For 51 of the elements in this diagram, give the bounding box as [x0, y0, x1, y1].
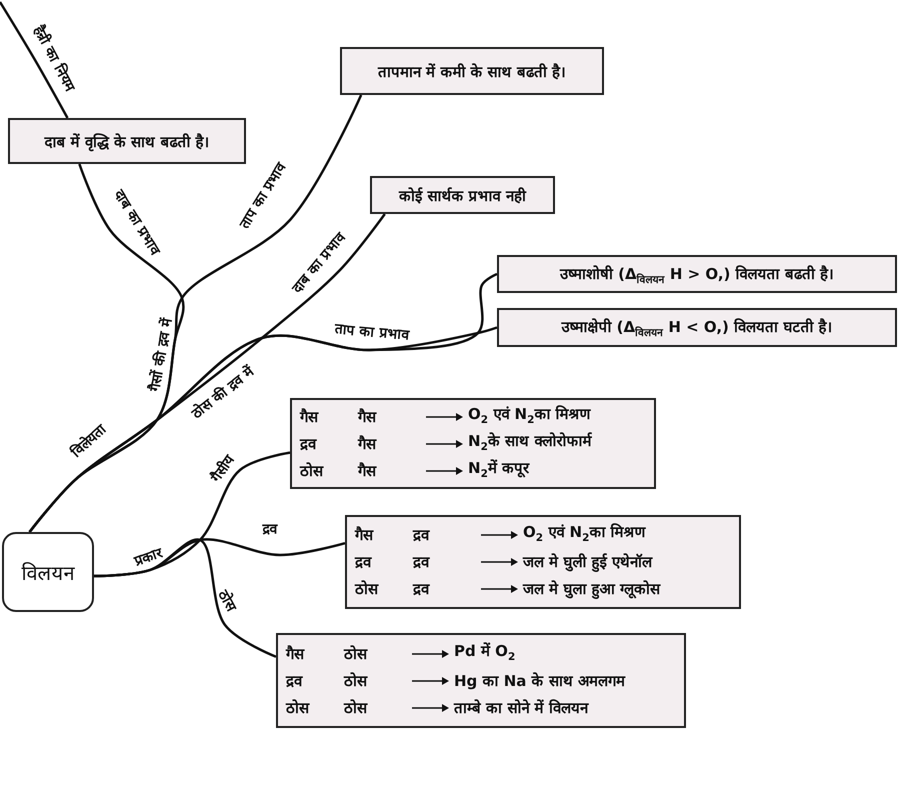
state-text: द्रव: [286, 670, 304, 690]
topic-text: विलयन: [22, 560, 74, 586]
edge-label: हैन्री का नियम: [30, 22, 79, 94]
example-text: O$_{2}$ एवं N$_{2}$का मिश्रण: [523, 522, 647, 546]
state-text: ठोस: [344, 644, 369, 664]
note-box: [497, 255, 897, 293]
note-text: दाब में वृद्धि के साथ बढती है।: [44, 132, 210, 151]
example-text: Hg का Na के साथ अमलगम: [454, 670, 626, 690]
state-text: द्रव: [413, 579, 431, 599]
branch-line: [0, 1, 69, 119]
example-text: ताम्बे का सोने में विलयन: [454, 698, 590, 718]
branch-label: ठोस की द्रव में: [188, 362, 257, 422]
edge-label: द्रव: [262, 520, 278, 538]
state-text: गैस: [358, 434, 378, 454]
state-text: गैस: [286, 644, 306, 664]
note-box: [340, 47, 604, 95]
note-box: [370, 176, 555, 214]
example-text: N$_{2}$के साथ क्लोरोफार्म: [468, 430, 592, 454]
note-box: [497, 308, 897, 347]
state-text: ठोस: [344, 698, 369, 718]
example-text: Pd में O$_{2}$: [454, 640, 516, 664]
note-text: उष्माक्षेपी (Δ$_{विलयन}$ H < O,) विलयता घटती है।: [561, 317, 833, 339]
example-text: जल मे घुली हुई एथेनॉल: [523, 552, 654, 572]
edge-label: ठोस: [214, 586, 240, 614]
state-text: गैस: [358, 406, 378, 426]
state-text: ठोस: [286, 698, 311, 718]
example-table: [290, 398, 656, 489]
example-text: O$_{2}$ एवं N$_{2}$का मिश्रण: [468, 404, 592, 428]
example-text: N$_{2}$में कपूर: [468, 458, 531, 482]
state-text: द्रव: [300, 434, 318, 454]
topic-box: [2, 532, 94, 612]
branch-label: ताप का प्रभाव: [334, 320, 410, 344]
state-text: ठोस: [344, 670, 369, 690]
state-text: गैस: [358, 460, 378, 480]
state-text: ठोस: [355, 579, 380, 599]
example-text: जल मे घुला हुआ ग्लूकोस: [523, 579, 660, 599]
note-text: तापमान में कमी के साथ बढती है।: [378, 62, 566, 81]
note-text: कोई सार्थक प्रभाव नही: [399, 186, 526, 205]
note-box: [8, 118, 246, 164]
state-text: द्रव: [355, 552, 373, 572]
example-table: [276, 633, 686, 728]
state-text: गैस: [300, 406, 320, 426]
branch-line: [94, 538, 276, 658]
note-text: उष्माशोषी (Δ$_{विलयन}$ H > O,) विलयता बढती है।: [560, 264, 834, 286]
state-text: गैस: [355, 525, 375, 545]
state-text: ठोस: [300, 460, 325, 480]
branch-label: गैसों की द्रव में: [146, 317, 176, 393]
example-table: [345, 515, 741, 609]
state-text: द्रव: [413, 552, 431, 572]
branch-label: प्रकार: [131, 544, 165, 570]
state-text: द्रव: [413, 525, 431, 545]
